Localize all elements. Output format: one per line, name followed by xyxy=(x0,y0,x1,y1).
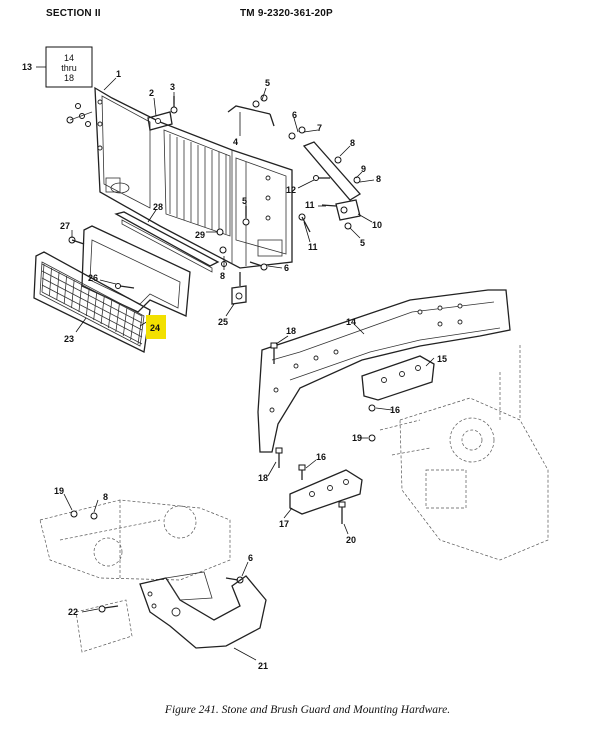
callout-8-lower: 8 xyxy=(220,271,225,281)
callout-4: 4 xyxy=(233,137,238,147)
bracket-22-assembly xyxy=(75,599,133,653)
callout-24: 24 xyxy=(150,323,160,333)
ref-box-line-1: 14 xyxy=(64,53,74,63)
bracket-17-assembly xyxy=(275,447,363,524)
bracket-2-assembly xyxy=(147,96,178,131)
callout-7: 7 xyxy=(317,123,322,133)
callout-19-right: 19 xyxy=(352,433,362,443)
callout-8-right: 8 xyxy=(376,174,381,184)
highlight-item-24 xyxy=(146,315,166,339)
callout-14: 14 xyxy=(346,317,356,327)
callout-3: 3 xyxy=(170,82,175,92)
callout-21: 21 xyxy=(258,661,268,671)
callout-5-right: 5 xyxy=(360,238,365,248)
callout-25: 25 xyxy=(218,317,228,327)
callout-9: 9 xyxy=(361,164,366,174)
callout-26: 26 xyxy=(88,273,98,283)
grille-mesh-pattern xyxy=(41,263,143,345)
callout-8-left: 8 xyxy=(103,492,108,502)
callout-27: 27 xyxy=(60,221,70,231)
brush-guard-frame xyxy=(94,86,293,269)
mesh-grille-23 xyxy=(33,251,151,353)
callout-19-left: 19 xyxy=(54,486,64,496)
frame-rail-14 xyxy=(257,289,511,453)
callout-16-right: 16 xyxy=(390,405,400,415)
support-strut-assembly xyxy=(288,126,362,233)
callout-5-top: 5 xyxy=(265,78,270,88)
callout-22: 22 xyxy=(68,607,78,617)
callout-6-center: 6 xyxy=(284,263,289,273)
ref-box-line-2: thru xyxy=(61,63,77,73)
ref-box-line-3: 18 xyxy=(64,73,74,83)
callout-20: 20 xyxy=(346,535,356,545)
bracket-25 xyxy=(231,272,247,305)
callout-11-right: 11 xyxy=(305,200,315,210)
step-guard-21 xyxy=(139,571,267,649)
callout-16-lower: 16 xyxy=(316,452,326,462)
manual-number: TM 9-2320-361-20P xyxy=(240,8,333,19)
callout-5-center: 5 xyxy=(242,196,247,206)
callout-18-top: 18 xyxy=(286,326,296,336)
callout-23: 23 xyxy=(64,334,74,344)
bracket-15 xyxy=(361,355,435,412)
section-label: SECTION II xyxy=(46,8,101,19)
callout-6-lower: 6 xyxy=(248,553,253,563)
callout-18-lower: 18 xyxy=(258,473,268,483)
callout-1: 1 xyxy=(116,69,121,79)
callout-12: 12 xyxy=(286,185,296,195)
callout-11-lower: 11 xyxy=(308,242,318,252)
frame-hardware-left xyxy=(66,103,93,127)
callout-8-top: 8 xyxy=(350,138,355,148)
callout-29: 29 xyxy=(195,230,205,240)
lower-ghost-assembly xyxy=(39,499,244,584)
frame-slats xyxy=(169,134,227,234)
engine-ghost-outline xyxy=(368,345,549,561)
callout-13: 13 xyxy=(22,62,32,72)
callout-28: 28 xyxy=(153,202,163,212)
callout-10: 10 xyxy=(372,220,382,230)
reference-box: 14 thru 18 13 xyxy=(22,46,93,88)
figure-caption: Figure 241. Stone and Brush Guard and Mo… xyxy=(164,704,451,716)
callout-6-top: 6 xyxy=(292,110,297,120)
upper-screen-28 xyxy=(68,211,220,273)
leader-lines xyxy=(63,77,435,661)
callout-labels: 1 2 3 4 5 6 7 8 9 8 12 11 10 5 11 5 29 8… xyxy=(54,69,447,671)
bolt-18-upper xyxy=(270,342,278,364)
callout-17: 17 xyxy=(279,519,289,529)
callout-15: 15 xyxy=(437,354,447,364)
callout-2: 2 xyxy=(149,88,154,98)
grille-frame xyxy=(81,225,191,317)
bracket-4-assembly xyxy=(227,94,275,127)
